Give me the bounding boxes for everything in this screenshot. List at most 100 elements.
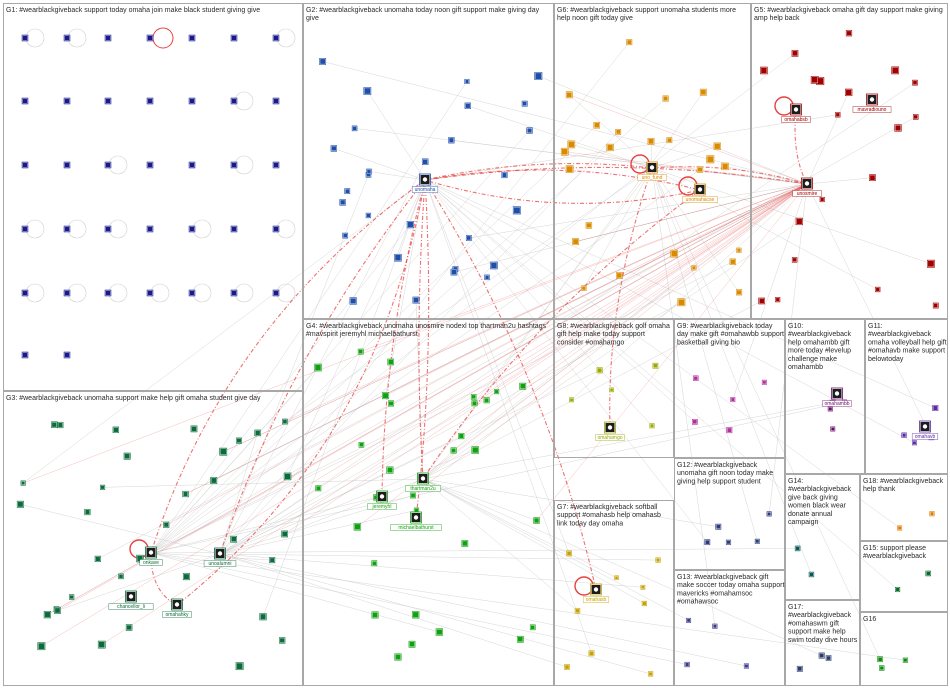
graph-node[interactable]	[450, 447, 457, 454]
graph-node[interactable]	[394, 653, 402, 661]
graph-node[interactable]	[412, 296, 420, 304]
graph-node[interactable]	[911, 440, 917, 446]
graph-node[interactable]	[761, 379, 767, 385]
graph-node[interactable]	[593, 121, 601, 129]
graph-node[interactable]	[715, 523, 722, 530]
graph-node[interactable]	[51, 421, 58, 428]
graph-node[interactable]	[879, 665, 885, 671]
graph-node[interactable]	[796, 665, 803, 672]
graph-node-michaelbathurst[interactable]: michaelbathurst	[390, 511, 442, 531]
graph-node[interactable]	[470, 394, 477, 400]
graph-node[interactable]	[363, 87, 372, 95]
graph-node[interactable]	[410, 492, 416, 499]
graph-node[interactable]	[104, 97, 112, 105]
graph-node[interactable]	[283, 472, 292, 481]
graph-node[interactable]	[357, 348, 364, 355]
graph-node[interactable]	[272, 34, 280, 42]
graph-node[interactable]	[647, 137, 655, 145]
graph-node[interactable]	[339, 199, 346, 206]
graph-node[interactable]	[648, 671, 654, 677]
graph-node[interactable]	[230, 225, 238, 233]
graph-node[interactable]	[494, 389, 500, 395]
graph-node[interactable]	[351, 125, 358, 132]
graph-node[interactable]	[163, 521, 170, 528]
graph-node[interactable]	[254, 429, 261, 437]
graph-node[interactable]	[810, 76, 819, 84]
graph-node[interactable]	[394, 253, 402, 262]
graph-node[interactable]	[43, 611, 51, 619]
graph-node[interactable]	[21, 225, 29, 233]
graph-node[interactable]	[932, 405, 939, 411]
graph-node[interactable]	[932, 302, 939, 309]
graph-node[interactable]	[729, 258, 736, 265]
graph-node[interactable]	[791, 50, 799, 57]
graph-node[interactable]	[230, 34, 238, 42]
graph-node[interactable]	[655, 557, 661, 563]
graph-node[interactable]	[371, 611, 379, 619]
graph-node[interactable]	[54, 607, 61, 614]
graph-node[interactable]	[21, 161, 29, 169]
graph-node[interactable]	[588, 650, 595, 657]
graph-node[interactable]	[412, 611, 420, 619]
graph-node[interactable]	[484, 274, 490, 281]
graph-node[interactable]	[569, 397, 574, 403]
graph-node[interactable]	[21, 351, 29, 359]
graph-node[interactable]	[912, 79, 918, 86]
graph-node[interactable]	[358, 442, 365, 448]
graph-node[interactable]	[235, 662, 244, 671]
graph-node[interactable]	[596, 367, 603, 374]
graph-node[interactable]	[895, 586, 901, 593]
graph-node[interactable]	[706, 155, 715, 164]
graph-node[interactable]	[794, 545, 801, 552]
graph-node[interactable]	[104, 289, 112, 297]
graph-node[interactable]	[461, 540, 469, 547]
graph-node[interactable]	[565, 165, 574, 174]
graph-node[interactable]	[386, 466, 394, 474]
graph-node[interactable]	[670, 249, 679, 258]
graph-node[interactable]	[760, 66, 768, 75]
graph-node[interactable]	[188, 289, 196, 297]
graph-node[interactable]	[471, 400, 478, 407]
graph-node[interactable]	[699, 88, 707, 96]
graph-node[interactable]	[626, 39, 633, 46]
graph-node[interactable]	[16, 500, 24, 508]
graph-node[interactable]	[581, 285, 587, 291]
graph-node[interactable]	[188, 34, 196, 42]
graph-node[interactable]	[825, 655, 832, 661]
graph-node-omahabsb[interactable]: omahabsb	[781, 103, 811, 123]
graph-node[interactable]	[235, 437, 243, 444]
graph-node[interactable]	[57, 421, 64, 429]
graph-node[interactable]	[146, 289, 154, 297]
graph-node[interactable]	[897, 525, 903, 531]
graph-node[interactable]	[464, 78, 470, 84]
graph-node[interactable]	[649, 423, 655, 429]
graph-node[interactable]	[526, 127, 533, 134]
graph-node[interactable]	[342, 232, 348, 239]
graph-node[interactable]	[94, 555, 101, 562]
graph-node[interactable]	[182, 573, 190, 581]
graph-node[interactable]	[123, 452, 131, 460]
graph-node[interactable]	[97, 640, 106, 649]
graph-node[interactable]	[490, 261, 498, 270]
graph-node[interactable]	[726, 427, 733, 434]
graph-node[interactable]	[99, 484, 106, 490]
graph-node[interactable]	[146, 97, 154, 105]
graph-node[interactable]	[875, 286, 881, 293]
graph-node[interactable]	[406, 221, 414, 229]
graph-node[interactable]	[112, 426, 119, 433]
graph-node[interactable]	[912, 114, 919, 120]
graph-node[interactable]	[519, 382, 527, 390]
graph-node[interactable]	[21, 97, 29, 105]
graph-node[interactable]	[118, 573, 124, 580]
graph-node[interactable]	[501, 172, 508, 179]
graph-node[interactable]	[282, 418, 288, 425]
graph-node[interactable]	[188, 161, 196, 169]
graph-node[interactable]	[259, 613, 267, 621]
graph-node[interactable]	[795, 217, 803, 226]
graph-node[interactable]	[565, 91, 573, 99]
graph-node[interactable]	[146, 161, 154, 169]
graph-node[interactable]	[845, 30, 853, 37]
graph-node-unosmire[interactable]: unosmire	[792, 177, 822, 197]
graph-node[interactable]	[104, 225, 112, 233]
graph-node-unomaha[interactable]: unomaha	[411, 173, 439, 193]
